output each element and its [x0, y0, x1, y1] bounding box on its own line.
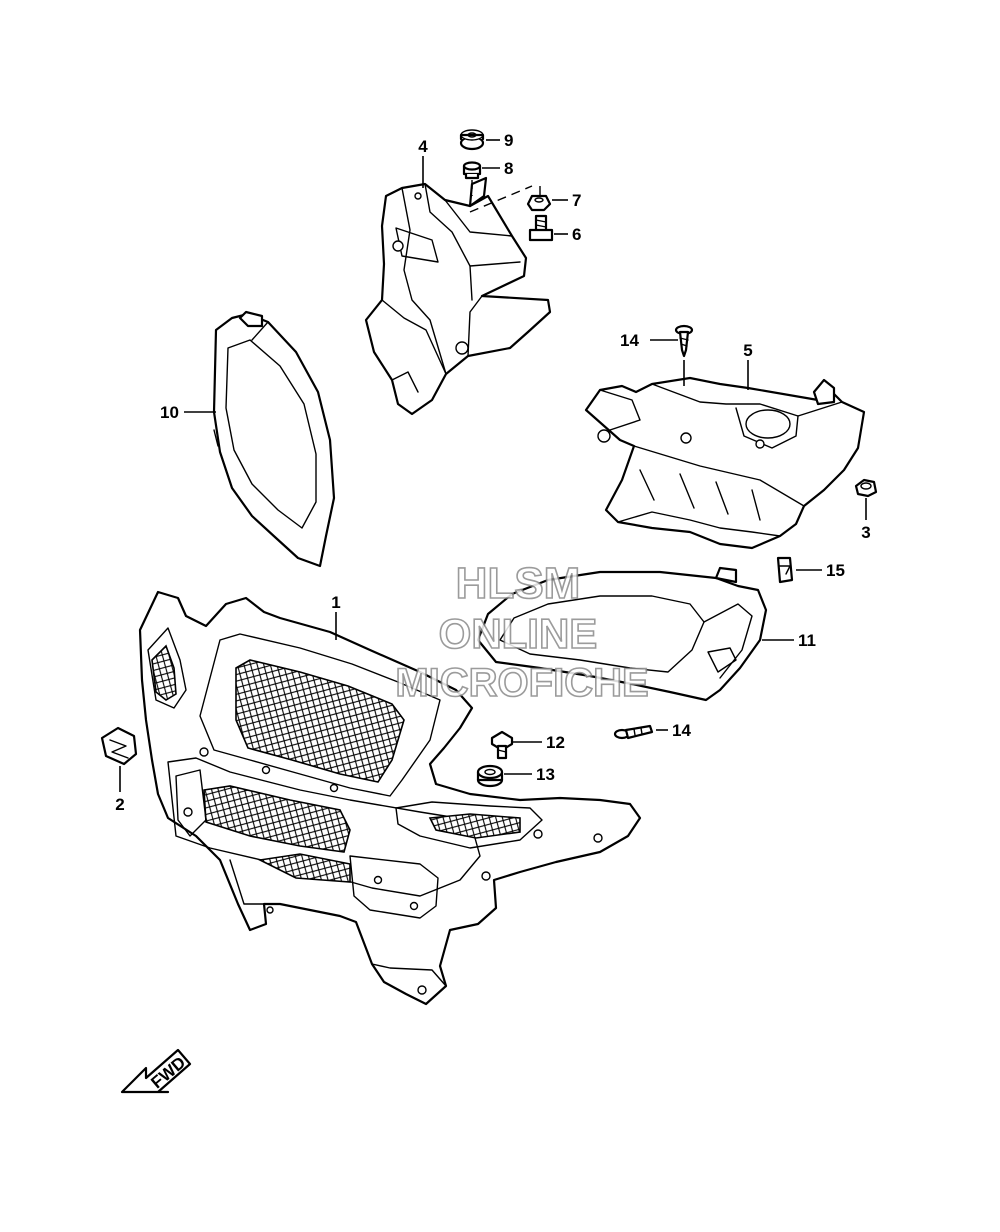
- part-14-screw-upper[interactable]: [674, 324, 694, 358]
- part-10-headlight-shroud[interactable]: [212, 310, 336, 568]
- part-14-screw-lower[interactable]: [613, 724, 654, 740]
- part-4-headlight-bracket[interactable]: [364, 176, 552, 416]
- callout-14-lower: 14: [672, 721, 691, 740]
- callout-8: 8: [504, 159, 513, 178]
- callout-labels: 1 2 3 4 5 6 7 8 9 10 11 12 13 14 14 15: [115, 131, 870, 814]
- callout-2: 2: [115, 795, 124, 814]
- callout-12: 12: [546, 733, 565, 752]
- callout-11: 11: [798, 631, 816, 650]
- part-6-bolt[interactable]: [528, 214, 554, 242]
- watermark-line-1: HLSM: [456, 559, 581, 608]
- part-3-clip[interactable]: [854, 478, 878, 498]
- callout-4: 4: [418, 137, 428, 156]
- fwd-arrow-icon: [120, 1048, 192, 1094]
- callout-14-upper: 14: [620, 331, 639, 350]
- part-15-speed-nut[interactable]: [776, 556, 794, 584]
- part-12-bolt[interactable]: [490, 730, 514, 760]
- part-8-collar[interactable]: [462, 161, 482, 180]
- leader-lines: [119, 139, 867, 792]
- callout-7: 7: [572, 191, 581, 210]
- watermark-line-3: MICROFICHE: [395, 661, 648, 705]
- part-9-grommet[interactable]: [459, 129, 485, 151]
- callout-5: 5: [743, 341, 752, 360]
- watermark: HLSM ONLINE MICROFICHE: [395, 558, 650, 706]
- fwd-direction-marker: FWD: [120, 1048, 192, 1094]
- part-1-front-bumper[interactable]: [138, 590, 642, 1006]
- part-7-nut[interactable]: [526, 194, 552, 212]
- callout-1: 1: [331, 593, 340, 612]
- watermark-line-2: ONLINE: [439, 610, 598, 657]
- callout-13: 13: [536, 765, 555, 784]
- part-13-grommet[interactable]: [476, 764, 504, 788]
- callout-6: 6: [572, 225, 581, 244]
- part-2-emblem[interactable]: [100, 726, 138, 766]
- callout-15: 15: [826, 561, 845, 580]
- callout-3: 3: [861, 523, 870, 542]
- callout-9: 9: [504, 131, 513, 150]
- callout-10: 10: [160, 403, 179, 422]
- part-5-lower-bracket[interactable]: [584, 376, 866, 550]
- part-11-trim-cover[interactable]: [476, 566, 768, 702]
